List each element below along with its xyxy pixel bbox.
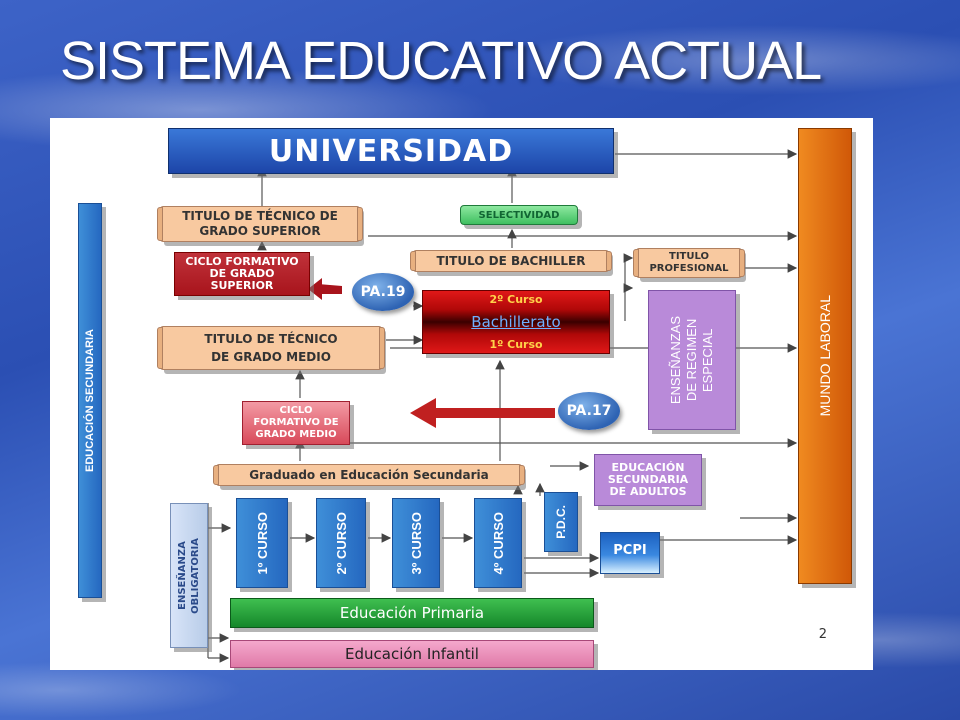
pa17-label: PA.17 xyxy=(566,403,612,419)
selectividad-box: SELECTIVIDAD xyxy=(460,205,578,225)
regimen-especial-box: ENSEÑANZAS DE REGIMEN ESPECIAL xyxy=(648,290,736,430)
ciclo-superior-box: CICLO FORMATIVO DE GRADO SUPERIOR xyxy=(174,252,310,296)
curso-3-label: 3º CURSO xyxy=(408,511,424,575)
primaria-label: Educación Primaria xyxy=(339,604,485,622)
adultos-box: EDUCACIÓN SECUNDARIA DE ADULTOS xyxy=(594,454,702,506)
infantil-label: Educación Infantil xyxy=(345,645,479,663)
pa17-oval: PA.17 xyxy=(558,392,620,430)
infantil-box: Educación Infantil xyxy=(230,640,594,668)
mundo-laboral-box: MUNDO LABORAL xyxy=(798,128,852,584)
universidad-box: UNIVERSIDAD xyxy=(168,128,614,174)
titulo-tecnico-superior-line2: GRADO SUPERIOR xyxy=(199,224,321,238)
titulo-bachiller-box: TITULO DE BACHILLER xyxy=(410,250,612,272)
page-number: 2 xyxy=(818,627,827,642)
titulo-tecnico-superior-box: TITULO DE TÉCNICO DE GRADO SUPERIOR xyxy=(157,206,363,242)
mundo-laboral-label: MUNDO LABORAL xyxy=(817,295,833,417)
bachillerato-label: Bachillerato xyxy=(471,313,561,331)
titulo-profesional-line2: PROFESIONAL xyxy=(649,263,729,274)
ciclo-medio-line3: GRADO MEDIO xyxy=(255,429,337,440)
curso-1-box: 1º CURSO xyxy=(236,498,288,588)
ciclo-superior-line1: CICLO FORMATIVO xyxy=(185,255,299,268)
pa19-oval: PA.19 xyxy=(352,273,414,311)
pdc-label: P.D.C. xyxy=(554,505,568,539)
curso-4-box: 4º CURSO xyxy=(474,498,522,588)
titulo-profesional-line1: TITULO xyxy=(669,251,709,262)
universidad-label: UNIVERSIDAD xyxy=(268,133,514,169)
bachillerato-box: 2º Curso Bachillerato 1º Curso xyxy=(422,290,610,354)
curso-3-box: 3º CURSO xyxy=(392,498,440,588)
titulo-tecnico-medio-line2: DE GRADO MEDIO xyxy=(211,350,331,364)
curso-2-label: 2º CURSO xyxy=(333,511,349,575)
adultos-line2: SECUNDARIA xyxy=(607,473,689,486)
curso-1-label: 1º CURSO xyxy=(254,511,270,575)
ensenanza-obligatoria-line2: OBLIGATORIA xyxy=(190,537,201,614)
educacion-secundaria-label: EDUCACIÓN SECUNDARIA xyxy=(84,328,96,472)
graduado-label: Graduado en Educación Secundaria xyxy=(249,467,489,482)
ensenanza-obligatoria-line1: ENSEÑANZA xyxy=(177,541,188,610)
regimen-especial-line1: ENSEÑANZAS xyxy=(668,315,683,405)
pa19-label: PA.19 xyxy=(360,284,406,300)
pcpi-label: PCPI xyxy=(613,543,647,558)
titulo-tecnico-superior-line1: TITULO DE TÉCNICO DE xyxy=(182,209,338,223)
titulo-bachiller-label: TITULO DE BACHILLER xyxy=(436,253,586,268)
titulo-profesional-box: TITULO PROFESIONAL xyxy=(633,248,745,278)
regimen-especial-line3: ESPECIAL xyxy=(700,328,715,392)
ciclo-superior-line3: SUPERIOR xyxy=(210,279,274,292)
pdc-box: P.D.C. xyxy=(544,492,578,552)
bachillerato-top-label: 2º Curso xyxy=(489,293,543,306)
pcpi-box: PCPI xyxy=(600,532,660,574)
primaria-box: Educación Primaria xyxy=(230,598,594,628)
curso-2-box: 2º CURSO xyxy=(316,498,366,588)
bachillerato-bottom-label: 1º Curso xyxy=(489,338,543,351)
curso-4-label: 4º CURSO xyxy=(490,511,506,575)
slide-title: SISTEMA EDUCATIVO ACTUAL xyxy=(60,31,822,91)
titulo-tecnico-medio-line1: TITULO DE TÉCNICO xyxy=(204,332,338,346)
graduado-box: Graduado en Educación Secundaria xyxy=(213,464,525,486)
selectividad-label: SELECTIVIDAD xyxy=(478,209,560,221)
ensenanza-obligatoria-box: ENSEÑANZA OBLIGATORIA xyxy=(170,503,208,648)
ciclo-superior-line2: DE GRADO xyxy=(209,267,275,280)
adultos-line3: DE ADULTOS xyxy=(609,485,687,498)
adultos-line1: EDUCACIÓN xyxy=(611,461,685,474)
educacion-secundaria-bar: EDUCACIÓN SECUNDARIA xyxy=(78,203,102,598)
regimen-especial-line2: DE REGIMEN xyxy=(684,318,699,402)
education-diagram: UNIVERSIDAD MUNDO LABORAL EDUCACIÓN SECU… xyxy=(50,118,873,670)
titulo-tecnico-medio-box: TITULO DE TÉCNICO DE GRADO MEDIO xyxy=(157,326,385,370)
ciclo-medio-line2: FORMATIVO DE xyxy=(253,417,339,428)
ciclo-medio-line1: CICLO xyxy=(279,405,313,416)
ciclo-medio-box: CICLO FORMATIVO DE GRADO MEDIO xyxy=(242,401,350,445)
